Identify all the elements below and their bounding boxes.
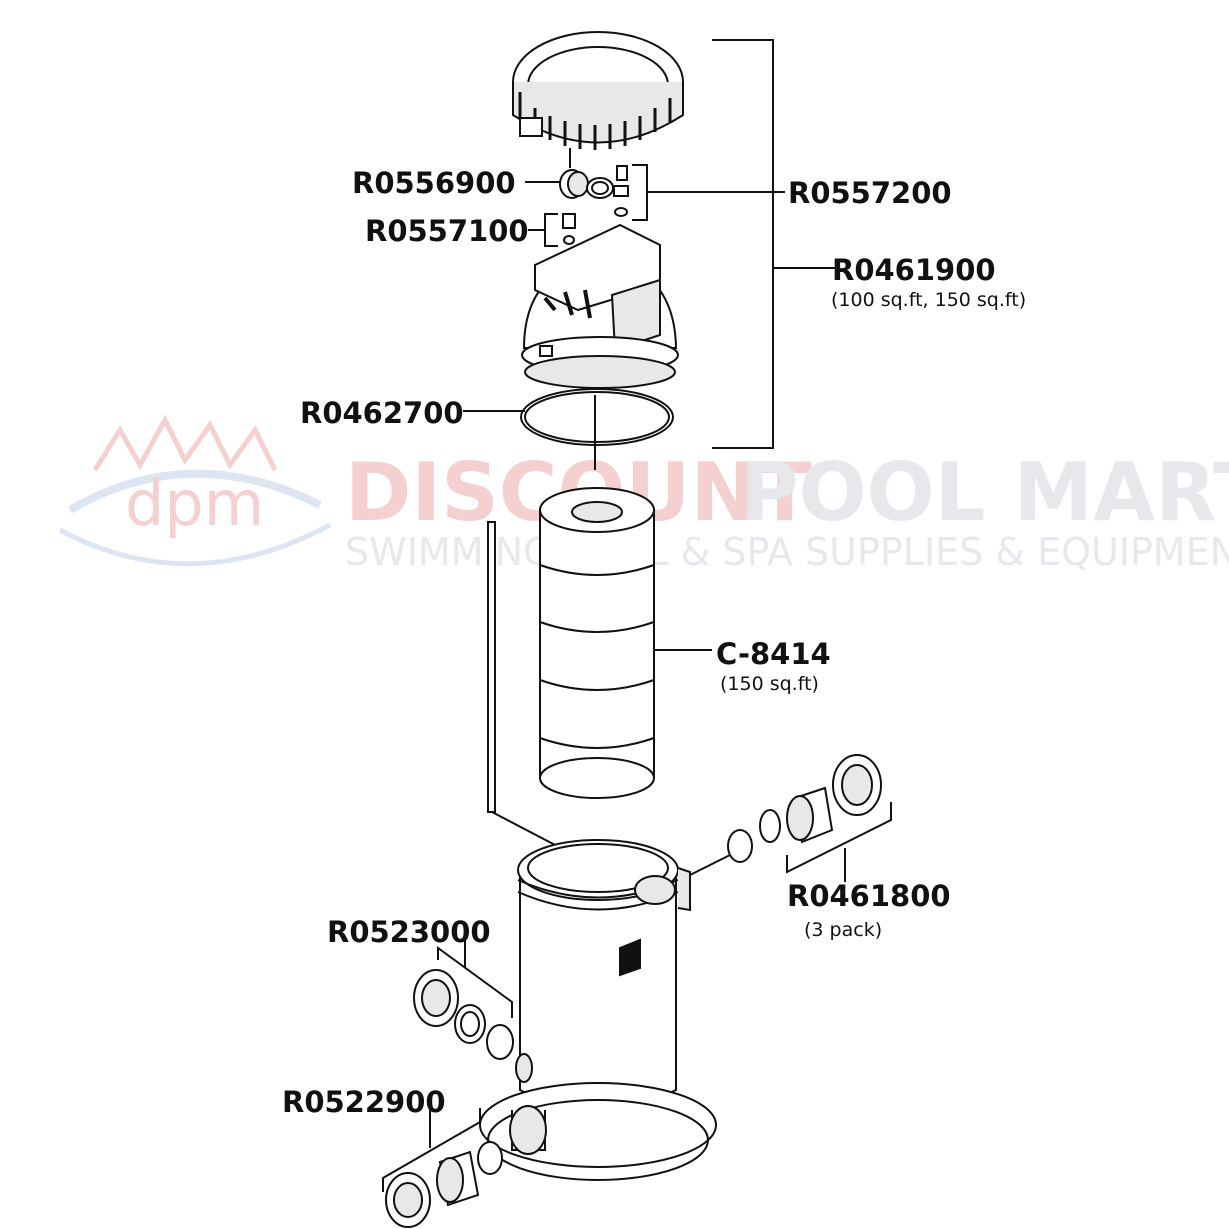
label-r0556900: R0556900 — [352, 166, 516, 200]
label-r0557100: R0557100 — [365, 214, 529, 248]
dpm-logo: dpm — [58, 414, 332, 567]
label-r0557200: R0557200 — [788, 176, 952, 210]
watermark-subtitle: SWIMMING POOL & SPA SUPPLIES & EQUIPMENT — [345, 530, 1229, 574]
outlet-union-set — [727, 754, 882, 863]
note-r0461900: (100 sq.ft, 150 sq.ft) — [831, 289, 1026, 311]
label-r0461900: R0461900 — [832, 253, 996, 287]
lid-o-ring — [520, 388, 674, 446]
air-relief-parts — [559, 165, 629, 245]
label-c8414: C-8414 — [716, 637, 831, 671]
note-c8414: (150 sq.ft) — [720, 673, 819, 695]
label-r0523000: R0523000 — [327, 915, 491, 949]
filter-cartridge — [539, 487, 655, 799]
label-r0522900: R0522900 — [282, 1085, 446, 1119]
watermark-logo: dpm — [125, 467, 264, 540]
note-r0461800: (3 pack) — [804, 919, 882, 941]
centre-rod — [487, 521, 496, 813]
lock-ring — [512, 31, 684, 150]
inlet-union-set — [385, 1141, 503, 1228]
watermark-title-2: POOL MART — [740, 446, 1229, 539]
filter-lid — [521, 223, 679, 389]
label-r0461800: R0461800 — [787, 879, 951, 913]
filter-tank — [479, 839, 717, 1181]
label-r0462700: R0462700 — [300, 396, 464, 430]
pressure-union-set — [413, 969, 514, 1060]
